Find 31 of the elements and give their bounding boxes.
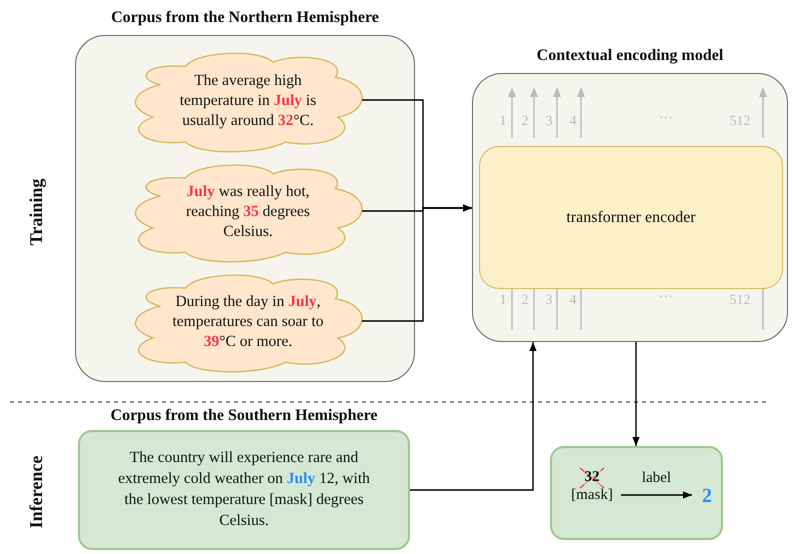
token-index: 3	[546, 292, 552, 310]
label-value: 2	[702, 484, 712, 509]
token-index: 512	[730, 292, 750, 310]
arrow	[632, 342, 640, 446]
arrow	[362, 204, 472, 322]
result-box	[550, 446, 723, 540]
sentence-text: During the day in July, temperatures can soar to 39°C or more.	[171, 292, 325, 352]
encoder-box	[479, 146, 783, 289]
token-index: 1	[500, 113, 506, 131]
phase-label: Inference	[25, 456, 47, 528]
group-title: Corpus from the Northern Hemisphere	[111, 8, 379, 28]
group-title: Contextual encoding model	[536, 46, 724, 66]
arrow	[410, 342, 537, 491]
token-index: 1	[500, 292, 506, 310]
token-index: 2	[522, 113, 528, 131]
arrow	[621, 491, 692, 499]
token-index: 4	[570, 113, 576, 131]
mask-token: [mask]	[571, 486, 613, 504]
encoder-label: transformer encoder	[566, 208, 696, 228]
sentence-text: July was really hot, reaching 35 degrees Celsius.	[185, 182, 311, 242]
token-index: ···	[659, 110, 673, 128]
sentence-text: The country will experience rare and extremely cold weather on July 12, with the lowest temperature [mask] degrees Celsius.	[117, 448, 371, 531]
token-index: 4	[570, 292, 576, 310]
group-title: Corpus from the Southern Hemisphere	[110, 406, 378, 426]
token-index: 512	[730, 113, 750, 131]
sentence-text: The average high temperature in July is usually around 32°C.	[178, 70, 318, 132]
original-value: 32	[584, 468, 600, 486]
token-index: ···	[659, 289, 673, 307]
token-index: 3	[546, 113, 552, 131]
token-index: 2	[522, 292, 528, 310]
phase-label: Training	[25, 178, 47, 246]
